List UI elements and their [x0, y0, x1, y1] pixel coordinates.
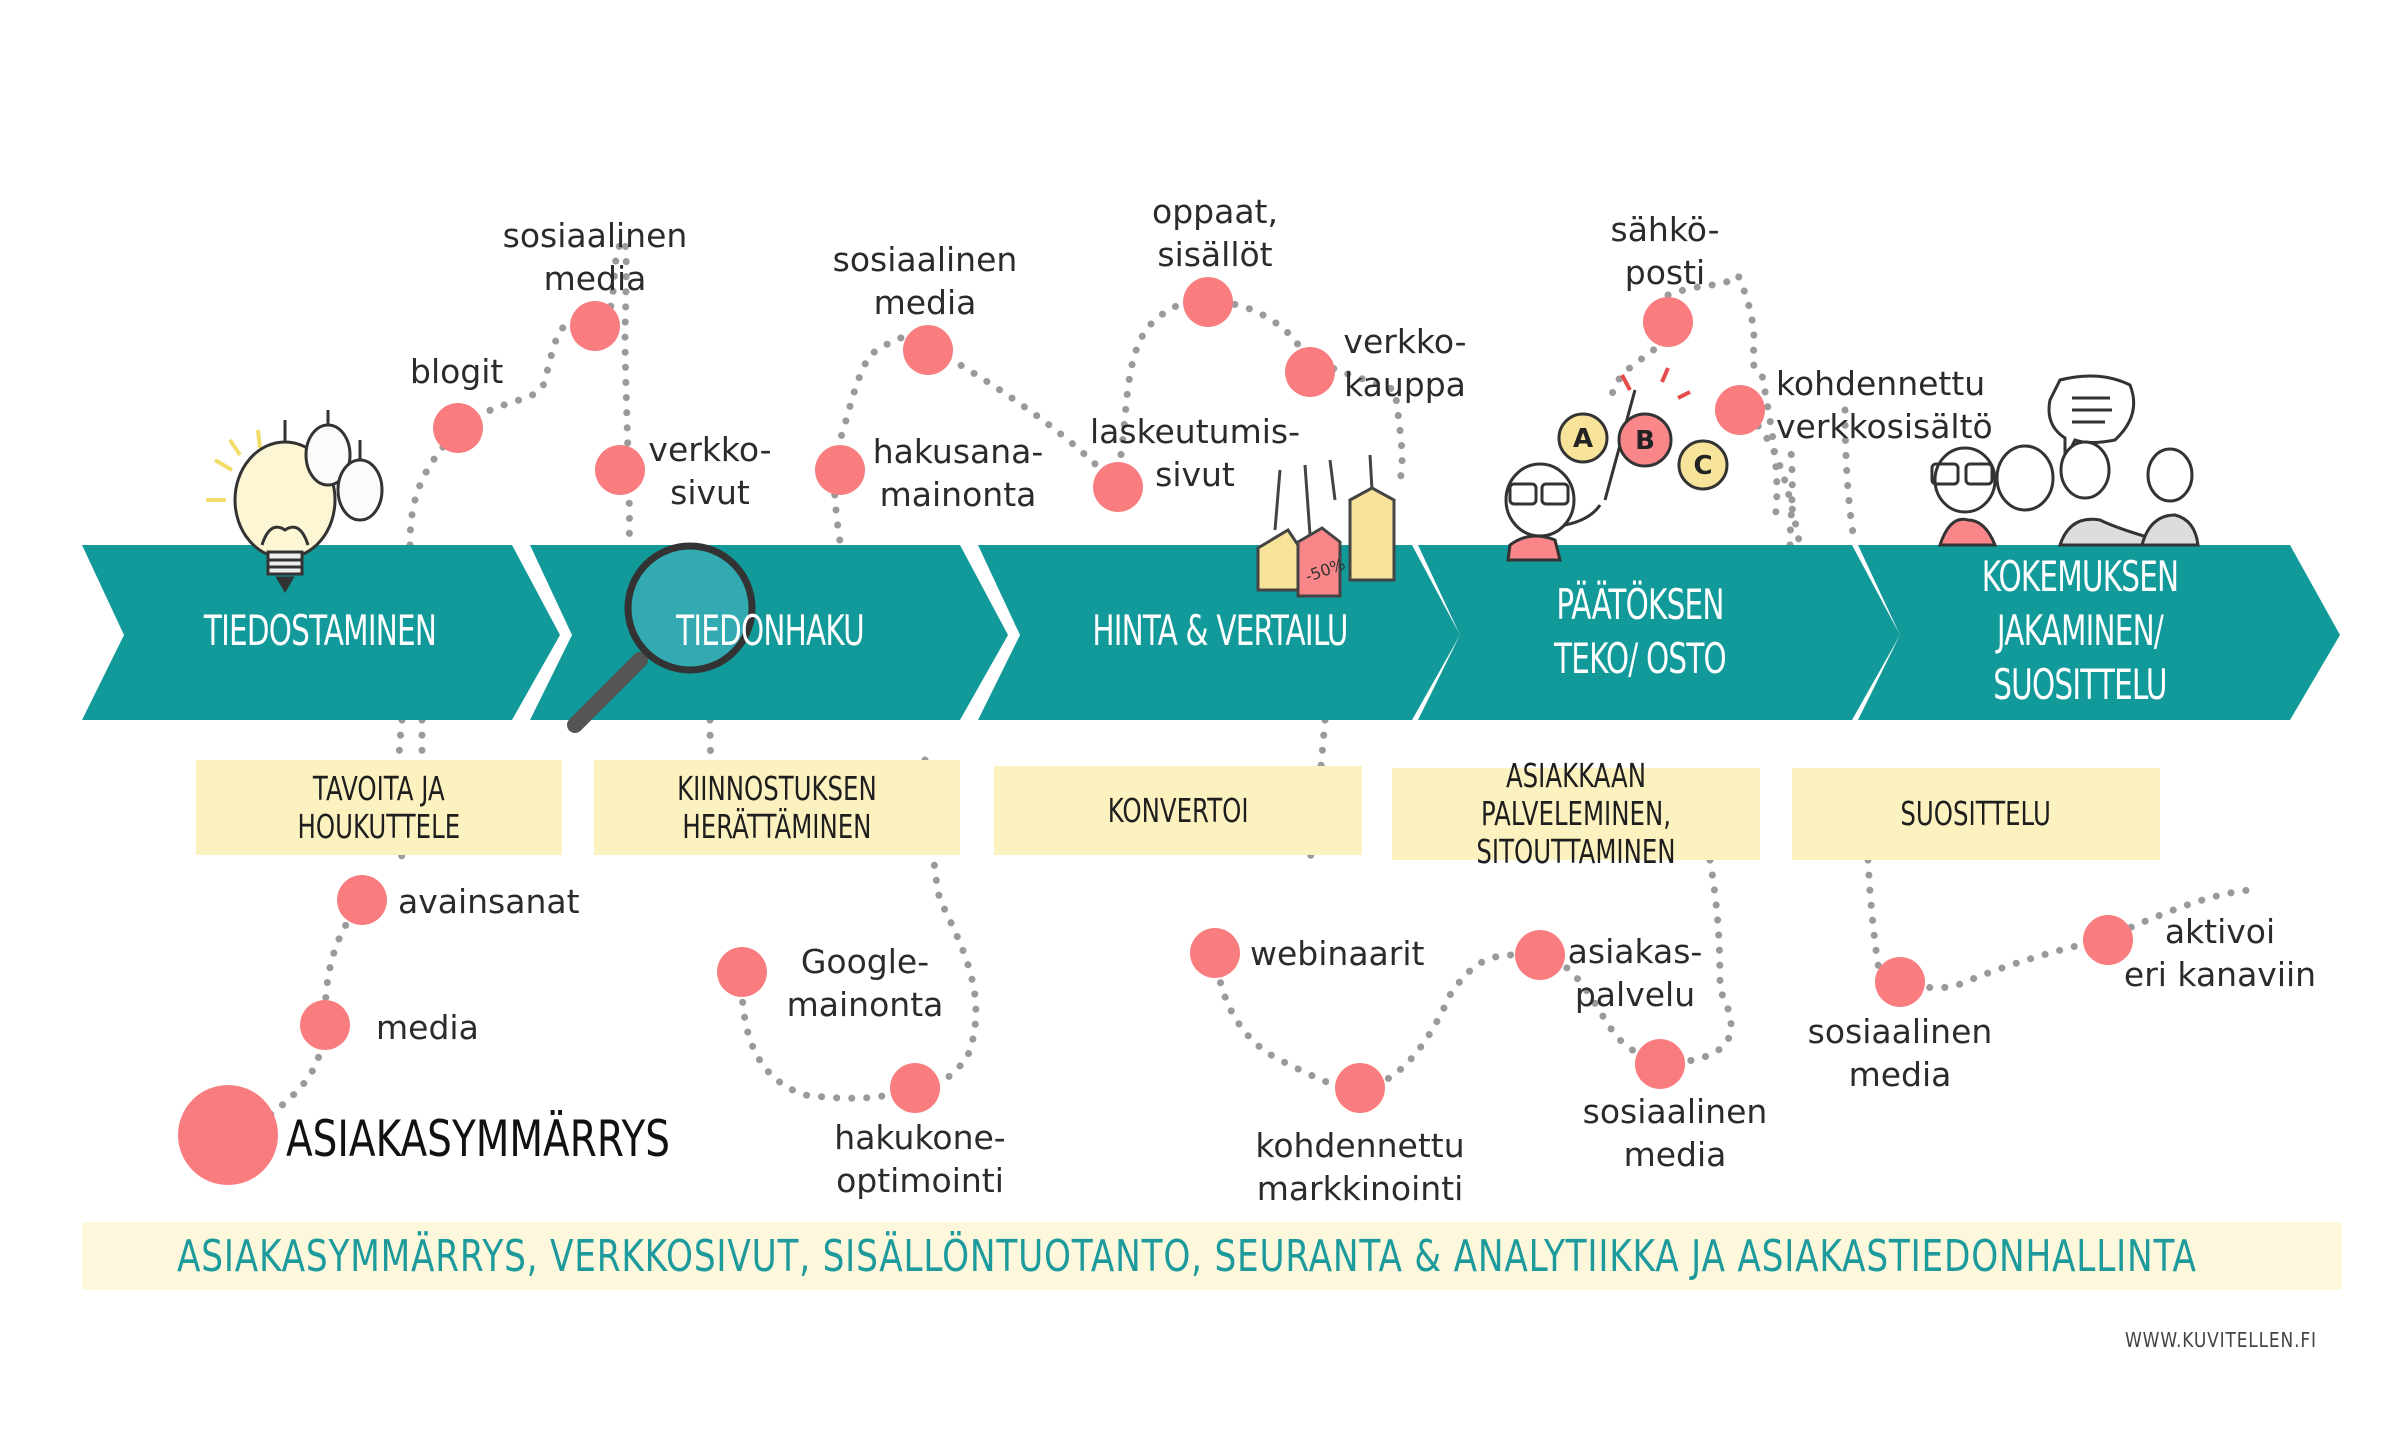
dot-some3	[1635, 1039, 1685, 1089]
goal-text-1: TAVOITA JA HOUKUTTELE	[297, 768, 461, 846]
dot-blogit	[433, 403, 483, 453]
dot-asiakasymmarrys	[178, 1085, 278, 1185]
channel-dots	[178, 277, 2133, 1185]
dot-hakusana	[815, 445, 865, 495]
dot-avainsanat	[337, 875, 387, 925]
dot-kohdennettu-markkinointi	[1335, 1063, 1385, 1113]
credit-text: WWW.KUVITELLEN.FI	[2125, 1328, 2317, 1352]
channel-webinaarit: webinaarit	[1250, 934, 1425, 973]
magnifier-icon	[567, 542, 756, 733]
goal-text-3: KONVERTOI	[1107, 790, 1249, 830]
central-label: ASIAKASYMMÄRRYS	[286, 1110, 671, 1168]
channel-aktivoi: aktivoi eri kanaviin	[2123, 912, 2317, 994]
goal-box-1: TAVOITA JA HOUKUTTELE	[196, 760, 562, 855]
stage-arrow-1	[82, 545, 560, 720]
abc-b-label: B	[1635, 426, 1655, 456]
channel-sosiaalinen-media-2: sosiaalinen media	[832, 240, 1018, 322]
dot-some1	[570, 301, 620, 351]
goal-text-4: ASIAKKAAN PALVELEMINEN, SITOUTTAMINEN	[1476, 756, 1676, 871]
dot-some4	[1875, 957, 1925, 1007]
abc-c-label: C	[1693, 451, 1712, 481]
channel-sahkoposti: sähkö- posti	[1610, 210, 1720, 292]
stage-title-5: KOKEMUKSEN JAKAMINEN/ SUOSITTELU	[1981, 552, 2179, 709]
channel-kohdennettu-markkinointi: kohdennettu markkinointi	[1255, 1126, 1465, 1208]
channel-sosiaalinen-media-3: sosiaalinen media	[1582, 1092, 1768, 1174]
channel-google-mainonta: Google- mainonta	[786, 942, 944, 1024]
dot-some2	[903, 325, 953, 375]
dot-kohdennettu-sisalto	[1715, 385, 1765, 435]
channel-verkkokauppa: verkko- kauppa	[1343, 322, 1467, 404]
channel-hakusanamainonta: hakusana- mainonta	[872, 432, 1044, 514]
channel-blogit: blogit	[410, 352, 504, 391]
lightbulb-icon	[206, 410, 384, 593]
channel-kohdennettu-verkkosisalto: kohdennettu verkkosisältö	[1776, 364, 1993, 446]
dot-media	[300, 1000, 350, 1050]
people-sharing-icon	[1930, 374, 2200, 547]
dot-oppaat	[1183, 277, 1233, 327]
channel-asiakaspalvelu: asiakas- palvelu	[1567, 932, 1703, 1014]
channel-verkkosivut: verkko- sivut	[648, 430, 772, 512]
channel-avainsanat: avainsanat	[398, 882, 580, 921]
channel-oppaat-sisallot: oppaat, sisällöt	[1152, 192, 1278, 274]
stage-arrow-4	[1418, 545, 1900, 720]
abc-decision-icon: A B C	[1504, 367, 1729, 562]
channel-laskeutumissivut: laskeutumis- sivut	[1089, 412, 1300, 494]
dot-laskeutumis	[1093, 462, 1143, 512]
stage-arrow-5	[1858, 545, 2340, 720]
dot-verkkosivut	[595, 445, 645, 495]
dot-asiakaspalvelu	[1515, 930, 1565, 980]
price-tags-icon: -50%	[1256, 454, 1396, 598]
dot-google	[717, 947, 767, 997]
stage-title-4: PÄÄTÖKSEN TEKO/ OSTO	[1554, 580, 1727, 683]
goal-box-4: ASIAKKAAN PALVELEMINEN, SITOUTTAMINEN	[1392, 757, 1760, 871]
stage-title-2: TIEDONHAKU	[676, 606, 865, 655]
dot-verkkokauppa	[1285, 347, 1335, 397]
goal-text-2: KIINNOSTUKSEN HERÄTTÄMINEN	[677, 768, 877, 846]
dot-aktivoi	[2083, 915, 2133, 965]
goal-box-3: KONVERTOI	[994, 766, 1362, 855]
goal-box-5: SUOSITTELU	[1792, 768, 2160, 860]
stage-title-3: HINTA & VERTAILU	[1092, 606, 1348, 655]
abc-a-label: A	[1573, 424, 1593, 454]
foundation-text: ASIAKASYMMÄRRYS, VERKKOSIVUT, SISÄLLÖNTU…	[177, 1230, 2197, 1282]
person-thinking-icon	[1504, 462, 1602, 562]
dot-hakukone	[890, 1063, 940, 1113]
goal-text-5: SUOSITTELU	[1900, 794, 2052, 833]
stage-title-1: TIEDOSTAMINEN	[203, 606, 437, 655]
goal-box-2: KIINNOSTUKSEN HERÄTTÄMINEN	[594, 760, 960, 855]
dot-sahkoposti	[1643, 297, 1693, 347]
foundation-band: ASIAKASYMMÄRRYS, VERKKOSIVUT, SISÄLLÖNTU…	[82, 1222, 2342, 1290]
channel-sosiaalinen-media-4: sosiaalinen media	[1807, 1012, 1993, 1094]
channel-sosiaalinen-media-1: sosiaalinen media	[502, 216, 688, 298]
dot-webinaarit	[1190, 928, 1240, 978]
channel-hakukoneoptimointi: hakukone- optimointi	[834, 1118, 1006, 1200]
channel-media: media	[376, 1008, 479, 1047]
